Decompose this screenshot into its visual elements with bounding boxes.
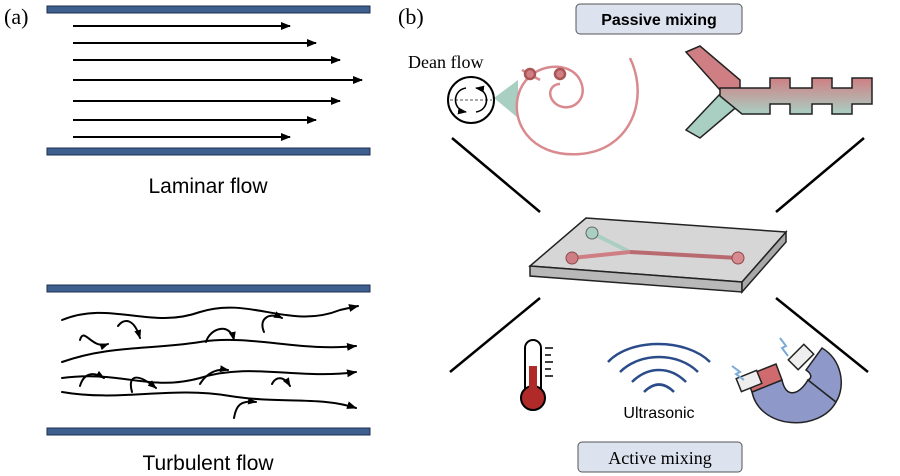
passive-mixing-label: Passive mixing [601,12,717,29]
turbulent-line [61,304,359,321]
turbulent-top-wall [46,284,371,293]
eddy [271,377,291,387]
eddy [79,370,105,387]
active-mixing-label: Active mixing [608,448,711,468]
turbulent-streamlines [61,304,359,419]
thermometer-icon [520,339,553,411]
laminar-top-wall [46,5,371,14]
eddy [261,311,283,333]
microfluidic-chip [528,217,788,294]
laminar-bottom-wall [46,147,371,156]
turbulent-caption: Turbulent flow [142,452,274,475]
magnet-icon [731,337,843,424]
connector-lines [449,137,869,373]
ultrasonic-waves-icon [607,342,711,393]
dean-flow-label: Dean flow [408,52,483,72]
turbulent-bottom-wall [46,427,371,436]
turbulent-line [61,391,357,409]
laminar-streamlines [73,22,363,141]
panel-a-label: (a) [4,4,28,29]
dean-flow-icon [447,76,518,124]
laminar-caption: Laminar flow [148,175,268,198]
ultrasonic-label: Ultrasonic [623,405,694,422]
active-mixing-box [577,441,743,473]
spiral-mixer [515,57,639,156]
turbulent-line [61,338,357,363]
eddy [199,365,229,385]
eddy [233,397,257,419]
eddy [205,328,236,343]
panel-b-label: (b) [398,4,424,29]
eddy [117,320,142,339]
y-channel-mixer [684,45,873,139]
passive-mixing-box [575,3,743,35]
eddy [79,334,109,351]
turbulent-line [61,369,357,384]
eddy [129,376,157,393]
